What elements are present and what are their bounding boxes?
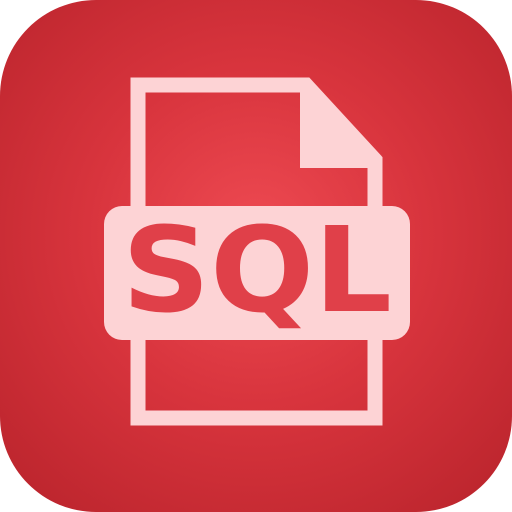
label-text: SQL — [122, 201, 392, 339]
label-band — [104, 206, 410, 340]
document-fold-corner — [300, 82, 382, 168]
